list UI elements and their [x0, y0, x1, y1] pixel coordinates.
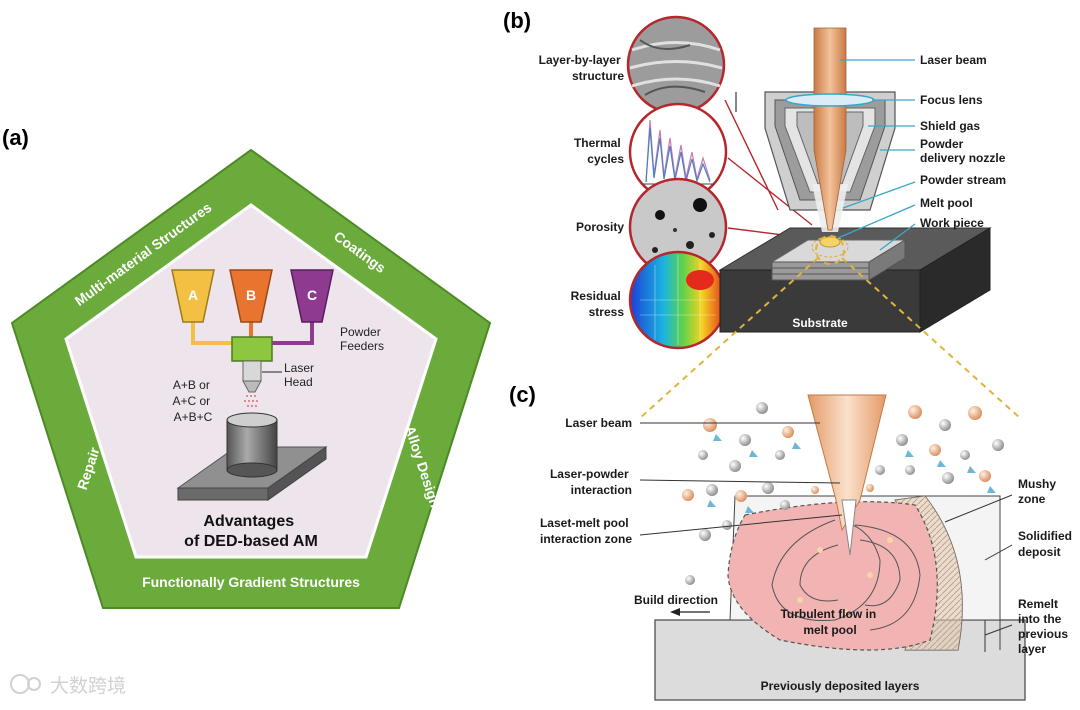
watermark-logo-icon — [10, 674, 30, 694]
right-leaders — [837, 59, 916, 251]
label-shield-gas: Shield gas — [920, 119, 980, 133]
inset-layer-structure — [626, 15, 726, 115]
label-powder-nozzle: Powder delivery nozzle — [920, 137, 1006, 165]
side-functionally-gradient: Functionally Gradient Structures — [142, 574, 360, 590]
feeder-a: A — [171, 269, 215, 323]
label-laser-beam-c: Laser beam — [565, 416, 632, 430]
laser-head — [231, 336, 273, 407]
panel-a: (a) Multi-material Structures Coatings A… — [2, 125, 492, 609]
label-solidified-deposit: Solidified deposit — [1018, 529, 1075, 559]
feeder-b: B — [229, 269, 273, 323]
panel-b: (b) — [503, 8, 1021, 419]
powder-particles — [682, 402, 1004, 615]
label-mushy-zone: Mushy zone — [1018, 477, 1059, 506]
panel-c-leaders — [639, 422, 1013, 652]
panel-a-title: Advantages of DED-based AM — [184, 513, 318, 550]
panel-c: (c) Previously deposited layers — [509, 382, 1075, 701]
built-cylinder — [226, 412, 278, 478]
feeder-a-letter: A — [188, 287, 198, 303]
watermark: 大数跨境 — [10, 674, 126, 697]
feeder-c: C — [290, 269, 334, 323]
powder-feeders-label: Powder Feeders — [340, 325, 384, 353]
inset-porosity — [628, 177, 728, 277]
label-layer-by-layer: Layer-by-layer structure — [539, 53, 625, 83]
label-laser-powder: Laser-powder interaction — [550, 467, 632, 497]
label-thermal-cycles: Thermal cycles — [574, 136, 624, 166]
label-laser-beam-b: Laser beam — [920, 53, 987, 67]
previous-layers-label: Previously deposited layers — [761, 679, 920, 693]
panel-c-letter: (c) — [509, 382, 536, 407]
label-residual-stress: Residual stress — [571, 289, 625, 319]
watermark-text: 大数跨境 — [50, 675, 126, 697]
feeder-b-letter: B — [246, 287, 256, 303]
label-turbulent-flow: Turbulent flow in melt pool — [780, 607, 879, 637]
work-piece — [770, 239, 907, 281]
inset-residual-stress — [628, 250, 728, 350]
flow-lines — [771, 519, 921, 631]
zoom-lines — [639, 235, 1021, 419]
panel-a-letter: (a) — [2, 125, 29, 150]
feeder-lines — [191, 322, 314, 345]
focus-lens — [785, 93, 875, 107]
label-porosity: Porosity — [576, 220, 624, 234]
feeder-c-letter: C — [307, 287, 317, 303]
label-focus-lens: Focus lens — [920, 93, 983, 107]
label-build-direction: Build direction — [634, 593, 718, 607]
substrate-label: Substrate — [792, 316, 848, 330]
label-remelt: Remelt into the previous layer — [1018, 597, 1071, 656]
panel-b-letter: (b) — [503, 8, 531, 33]
label-work-piece: Work piece — [920, 216, 984, 230]
label-laset-melt: Laset-melt pool interaction zone — [540, 516, 632, 546]
label-powder-stream: Powder stream — [920, 173, 1006, 187]
laser-beam-b — [813, 27, 847, 231]
keyhole — [841, 499, 857, 556]
laser-head-label: Laser Head — [284, 361, 317, 389]
label-melt-pool: Melt pool — [920, 196, 973, 210]
combination-label: A+B or A+C or A+B+C — [172, 378, 213, 424]
melt-pool-c — [727, 501, 938, 651]
particle-arrows — [707, 434, 996, 513]
